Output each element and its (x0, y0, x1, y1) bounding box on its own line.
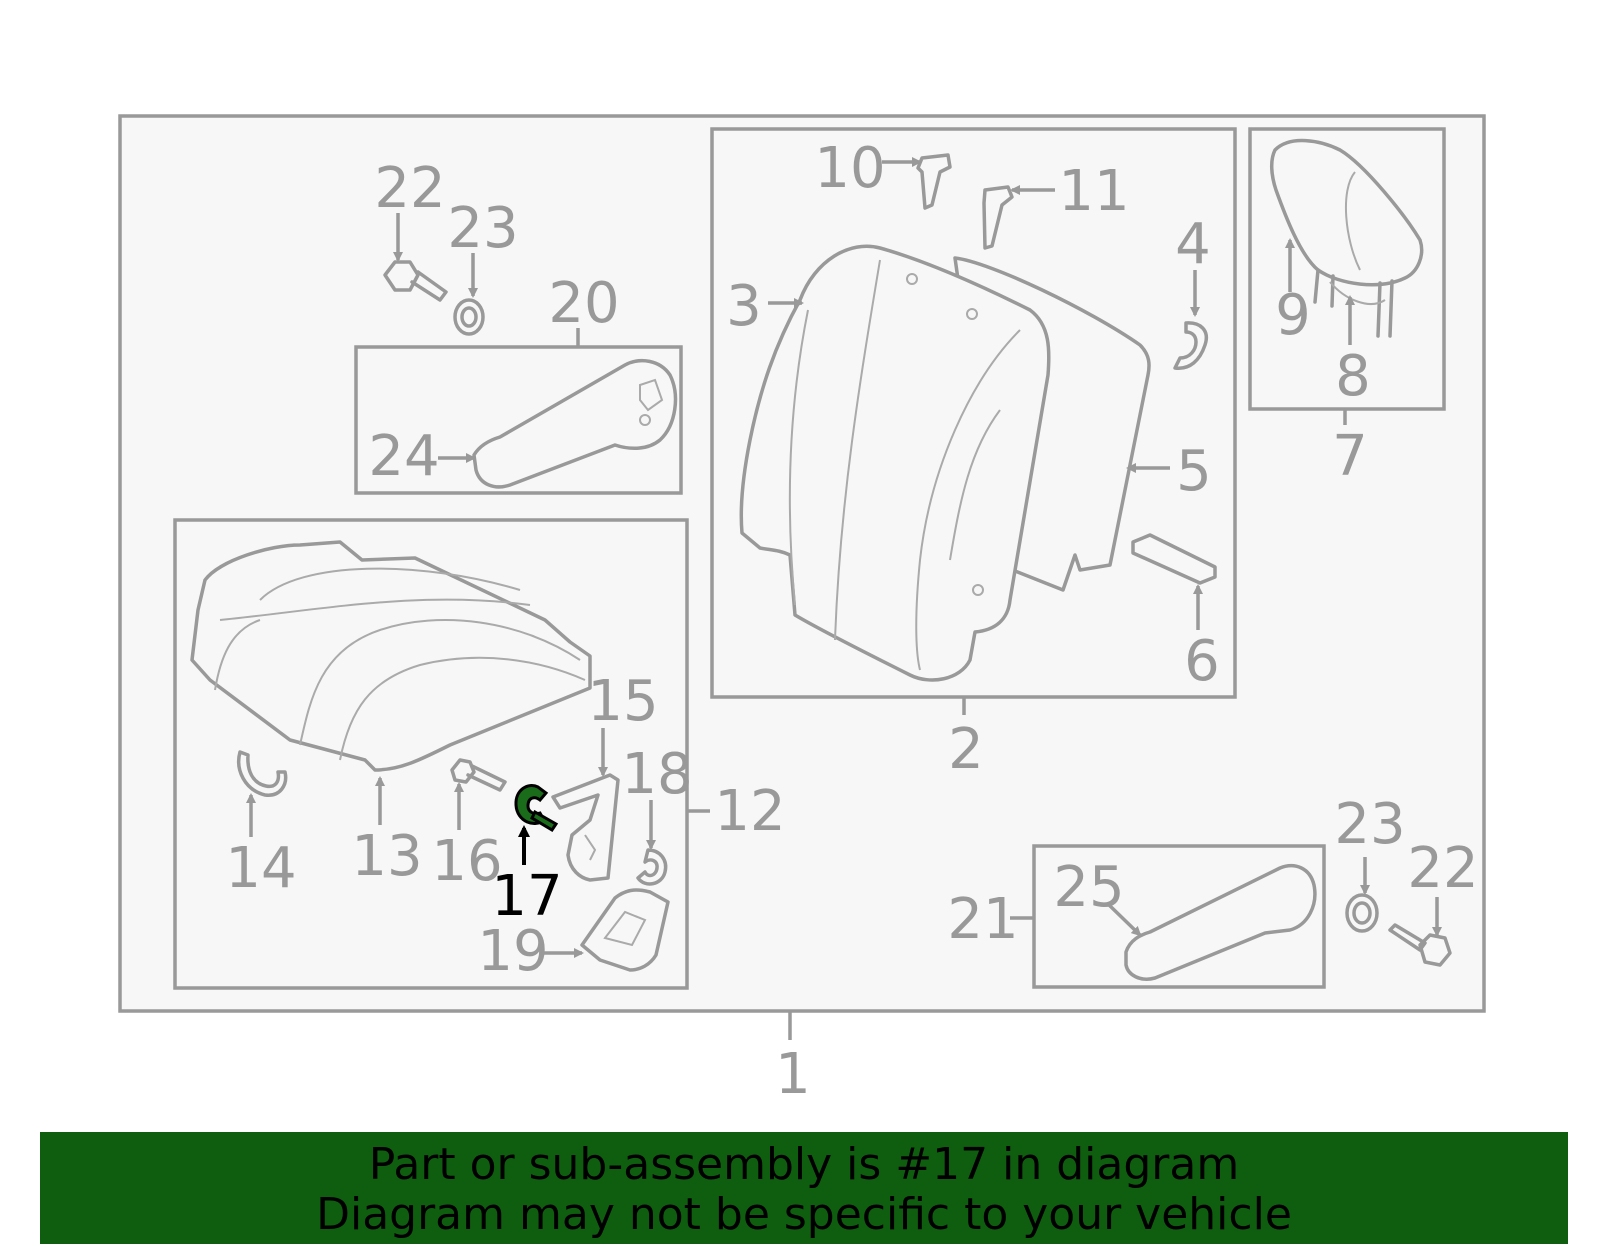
callout-15: 15 (587, 669, 658, 734)
callout-19: 19 (477, 919, 548, 984)
callout-17[interactable]: 17 (491, 864, 562, 929)
callout-25: 25 (1053, 855, 1124, 920)
washer-23-upper (453, 298, 485, 336)
washer-23-upper-hole (460, 306, 478, 328)
callout-8: 8 (1335, 344, 1371, 409)
callout-22-upper: 22 (374, 156, 445, 221)
callout-5: 5 (1176, 439, 1212, 504)
callout-12: 12 (714, 779, 785, 844)
callout-13: 13 (351, 824, 422, 889)
headrest-guide-11 (982, 185, 1014, 250)
callout-23-upper: 23 (447, 196, 518, 261)
lever-24 (472, 358, 678, 489)
callout-6: 6 (1184, 629, 1220, 694)
callout-14: 14 (225, 836, 296, 901)
banner-disclaimer: Diagram may not be specific to your vehi… (316, 1189, 1292, 1240)
bolt-22-upper (383, 260, 448, 302)
bracket-15 (551, 773, 620, 882)
pad-6 (1131, 533, 1217, 585)
headrest-guide-10 (916, 153, 952, 210)
box-headrest (1248, 127, 1446, 411)
callout-3: 3 (726, 274, 762, 339)
clip-18 (636, 848, 668, 886)
callout-24: 24 (368, 424, 439, 489)
callout-1: 1 (775, 1042, 811, 1107)
callout-2: 2 (948, 717, 984, 782)
callout-10: 10 (814, 136, 885, 201)
callout-7: 7 (1332, 424, 1368, 489)
headrest-8 (1270, 138, 1424, 338)
seat-back-pad (739, 244, 1051, 682)
cover-19 (580, 888, 670, 972)
box-seat-back (710, 127, 1237, 699)
bolt-22-lower (1388, 923, 1452, 967)
washer-23-lower (1345, 893, 1379, 933)
callout-20: 20 (548, 271, 619, 336)
hook-14 (237, 750, 288, 797)
banner-part-notice: Part or sub-assembly is #17 in diagram (368, 1139, 1240, 1190)
callout-9: 9 (1275, 283, 1311, 348)
box-lever-20 (354, 345, 683, 495)
arrow-25 (1105, 901, 1142, 937)
washer-23-lower-hole (1352, 901, 1372, 925)
box-seat-cushion (173, 518, 689, 990)
callout-23-lower: 23 (1334, 792, 1405, 857)
callout-16: 16 (431, 829, 502, 894)
seat-cushion-13 (190, 540, 592, 772)
lever-25 (1124, 863, 1317, 981)
callout-21: 21 (947, 887, 1018, 952)
clip-4 (1173, 321, 1208, 370)
bolt-16 (450, 758, 507, 792)
part-17-highlighted[interactable] (514, 784, 559, 833)
callout-4: 4 (1175, 212, 1211, 277)
callout-18: 18 (621, 742, 692, 807)
info-banner: Part or sub-assembly is #17 in diagram D… (40, 1132, 1568, 1244)
callout-22-lower: 22 (1407, 836, 1478, 901)
callout-11: 11 (1058, 159, 1129, 224)
